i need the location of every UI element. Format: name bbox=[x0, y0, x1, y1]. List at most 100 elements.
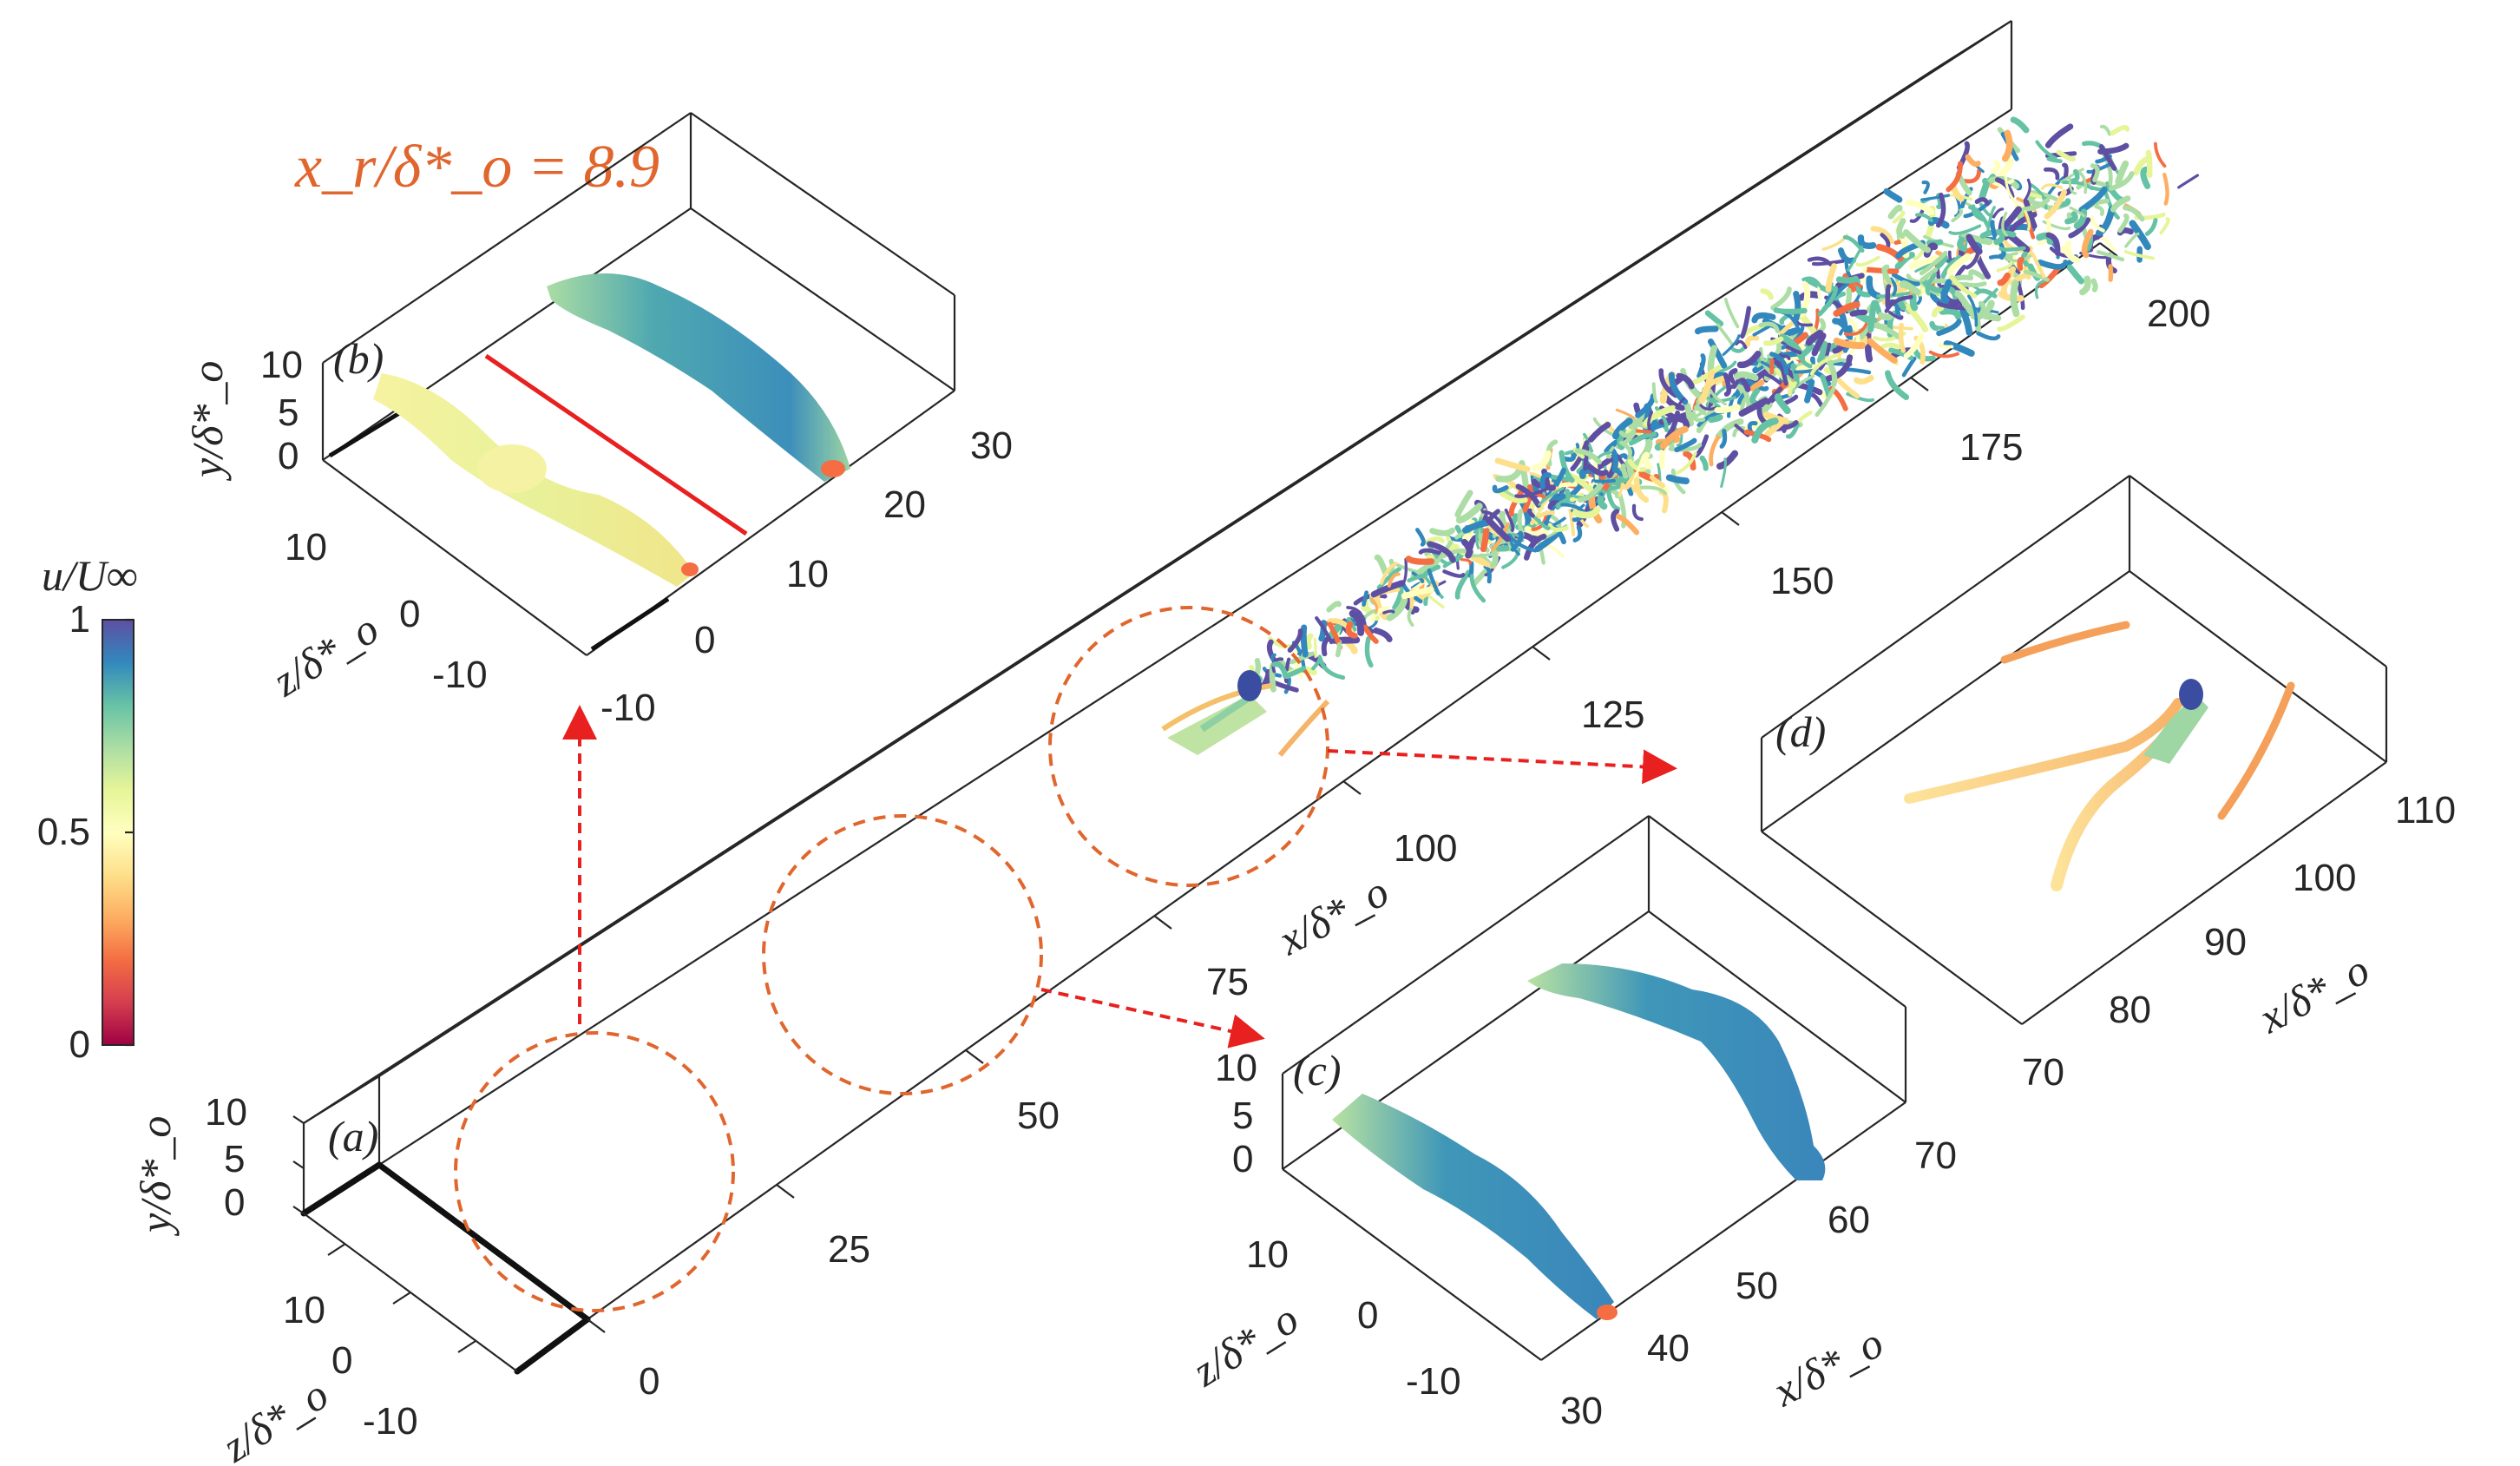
vortex-strand bbox=[1480, 528, 1490, 553]
circle-region-d bbox=[1048, 606, 1329, 887]
vortex-strand bbox=[2046, 156, 2063, 163]
vortex-strand bbox=[1908, 255, 1939, 270]
vortex-strand bbox=[1905, 303, 1929, 333]
vortex-strand bbox=[1997, 272, 2011, 286]
vortex-strand bbox=[1587, 421, 1611, 443]
vortex-strand bbox=[1720, 457, 1727, 489]
vortex-strand bbox=[1946, 286, 1959, 300]
vortex-strand bbox=[1931, 305, 1945, 318]
vortex-strand bbox=[1770, 286, 1792, 311]
vortex-strand bbox=[2062, 162, 2069, 181]
vortex-strand bbox=[1462, 519, 1491, 534]
vortex-strand bbox=[1795, 364, 1819, 373]
c-x-tick-30: 30 bbox=[1560, 1390, 1603, 1432]
vortex-strand bbox=[2023, 178, 2031, 202]
vortex-strand bbox=[2090, 278, 2098, 293]
c-x-tick-70: 70 bbox=[1914, 1134, 1957, 1177]
vortex-strand bbox=[2068, 217, 2091, 239]
vortex-strand bbox=[1676, 431, 1683, 447]
vortex-strand bbox=[1811, 259, 1845, 266]
vortex-strand bbox=[1315, 616, 1334, 645]
vortex-strand bbox=[2123, 250, 2156, 260]
vortex-strand bbox=[1887, 311, 1904, 320]
vortex-strand bbox=[1657, 463, 1662, 482]
vortex-strand bbox=[2026, 191, 2043, 200]
vortex-strand bbox=[1815, 318, 1827, 334]
vortex-strand bbox=[2064, 211, 2078, 225]
vortex-strand bbox=[1785, 423, 1800, 439]
main-y-tick-10: 10 bbox=[205, 1091, 247, 1134]
vortex-strand bbox=[2110, 125, 2130, 136]
c-z-label: z/δ*_o bbox=[1184, 1294, 1307, 1397]
vortex-strand bbox=[1715, 418, 1744, 440]
vortex-strand bbox=[1615, 408, 1636, 420]
vortex-strand bbox=[1960, 232, 1993, 246]
vortex-strand bbox=[1532, 450, 1552, 471]
vortex-strand bbox=[1774, 393, 1791, 415]
vortex-strand bbox=[1455, 503, 1483, 524]
vortex-strand bbox=[1936, 319, 1962, 337]
vortex-strand bbox=[1884, 370, 1910, 401]
vortex-strand bbox=[2034, 279, 2046, 299]
vortex-strand bbox=[1362, 590, 1369, 607]
vortex-strand bbox=[1696, 353, 1706, 378]
vortex-strand bbox=[1877, 312, 1895, 321]
b-x-tick-0: 0 bbox=[694, 619, 715, 661]
vortex-strand bbox=[1501, 547, 1521, 569]
vortex-strand bbox=[1508, 486, 1526, 517]
vortex-strand bbox=[1928, 350, 1959, 358]
vortex-strand bbox=[1833, 301, 1860, 317]
vortex-strand bbox=[1894, 251, 1915, 270]
main-z-label: z/δ*_o bbox=[213, 1370, 337, 1466]
vortex-strand bbox=[1577, 483, 1604, 503]
vortex-strand bbox=[2090, 163, 2100, 182]
main-x-tick-125: 125 bbox=[1581, 694, 1644, 736]
vortex-strand bbox=[1433, 540, 1454, 568]
vortex-strand bbox=[2129, 220, 2151, 251]
vortex-strand bbox=[1740, 306, 1751, 339]
vortex-strand bbox=[1835, 275, 1860, 284]
vortex-strand bbox=[1870, 226, 1894, 245]
vortex-strand bbox=[1962, 168, 1982, 184]
main-x-tick-75: 75 bbox=[1206, 961, 1249, 1003]
vortex-strand bbox=[2123, 205, 2145, 222]
vortex-strand bbox=[1704, 310, 1724, 327]
vortex-strand bbox=[1785, 345, 1802, 355]
vortex-strand bbox=[1693, 404, 1707, 416]
vortex-strand bbox=[1353, 593, 1388, 606]
main-z-tick-10: 10 bbox=[283, 1289, 325, 1331]
vortex-strand bbox=[1951, 208, 1963, 223]
vortex-strand bbox=[1694, 434, 1710, 458]
vortex-strand bbox=[1749, 388, 1761, 406]
vortex-strand bbox=[1732, 425, 1746, 437]
streak-c-left bbox=[1332, 1094, 1614, 1319]
vortex-strand bbox=[1884, 295, 1913, 313]
vortex-strand bbox=[1915, 213, 1933, 222]
vortex-strand bbox=[1605, 490, 1621, 511]
vortex-strand bbox=[1349, 609, 1365, 636]
arrow-to-c bbox=[1040, 988, 1265, 1049]
vortex-strand bbox=[1849, 309, 1867, 317]
vortex-strand bbox=[1843, 322, 1868, 336]
vortex-strand bbox=[1876, 291, 1911, 299]
vortex-strand bbox=[1842, 325, 1854, 353]
vortex-strand bbox=[2062, 181, 2094, 191]
vortex-strand bbox=[1659, 425, 1689, 450]
vortex-strand bbox=[2094, 204, 2104, 216]
vortex-strand bbox=[2009, 212, 2038, 233]
vortex-strand bbox=[1991, 160, 2001, 174]
vortex-strand bbox=[1483, 564, 1492, 584]
vortex-strand bbox=[1763, 336, 1784, 346]
vortex-strand bbox=[1828, 358, 1847, 365]
vortex-strand bbox=[2031, 252, 2046, 279]
vortex-strand bbox=[1530, 510, 1556, 526]
vortex-strand bbox=[2110, 195, 2131, 213]
zoom-arrows bbox=[562, 705, 1677, 1049]
vortex-strand bbox=[1318, 620, 1327, 642]
vortex-strand bbox=[1968, 205, 1991, 229]
vortex-strand bbox=[2001, 212, 2008, 237]
vortex-strand bbox=[1619, 440, 1632, 458]
hairpin-vortex-main bbox=[1161, 670, 1330, 757]
vortex-strand bbox=[1405, 556, 1434, 565]
vortex-strand bbox=[1665, 474, 1690, 484]
